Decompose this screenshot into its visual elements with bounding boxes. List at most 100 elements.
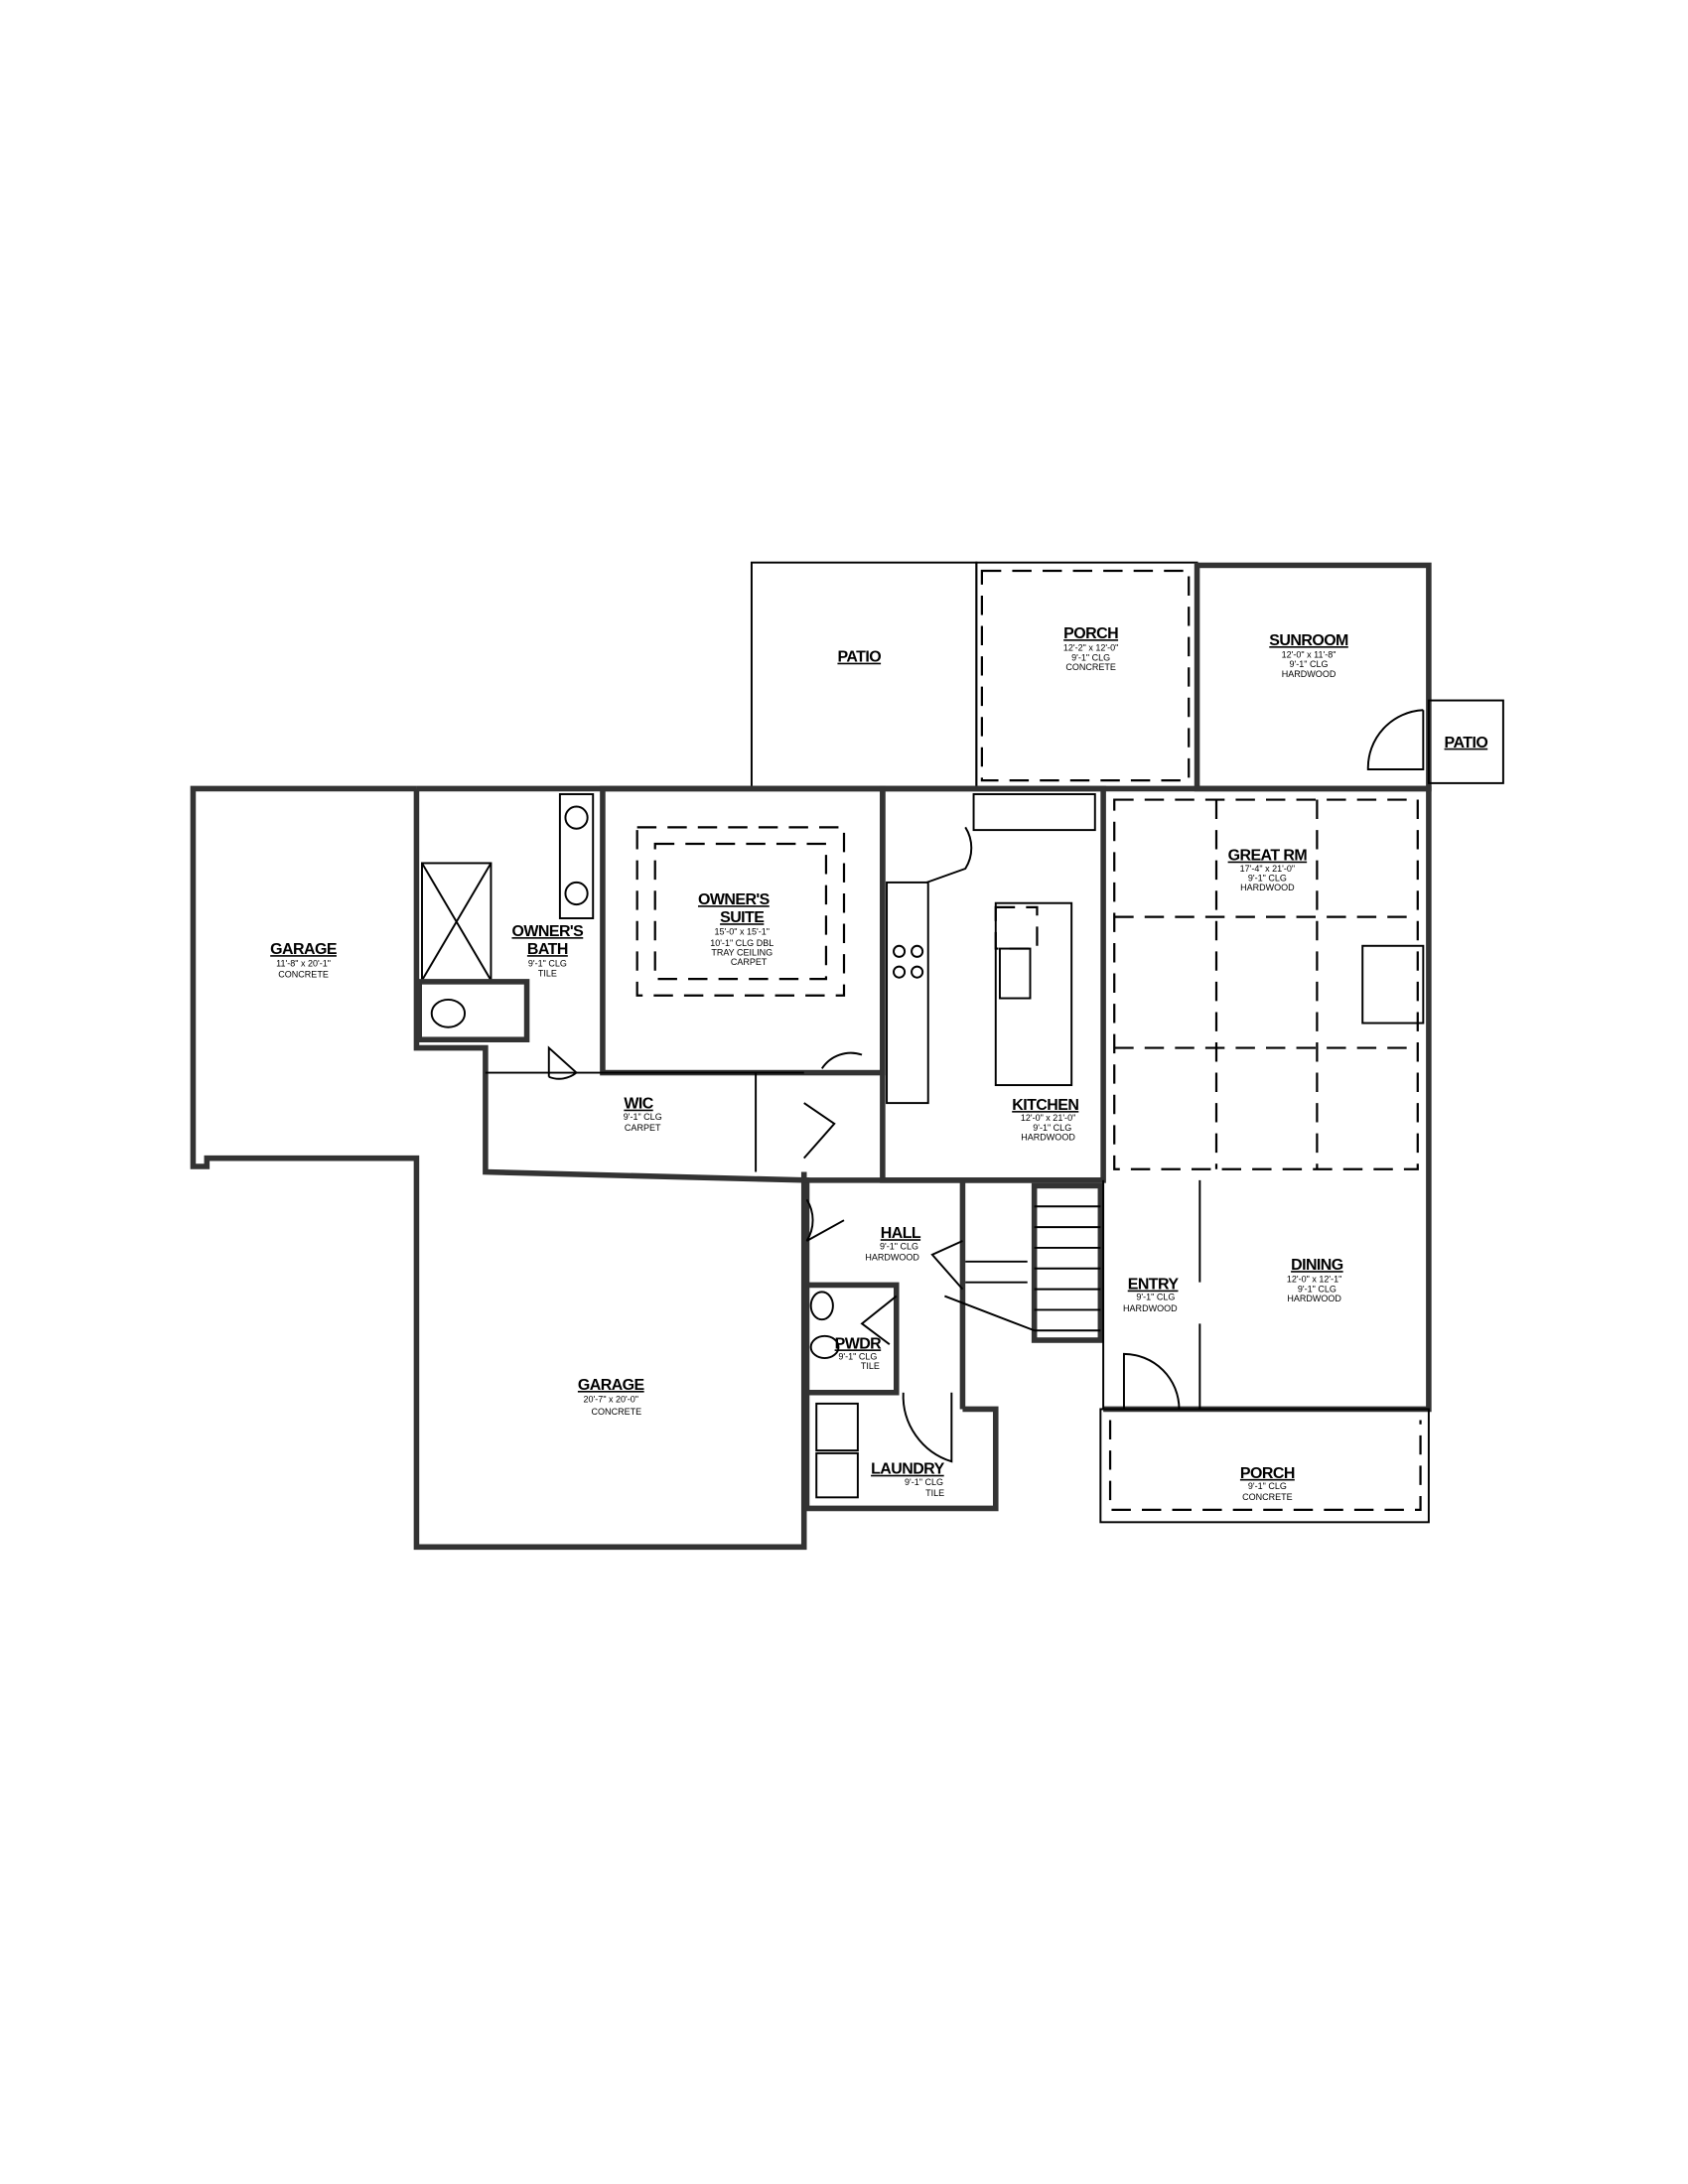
- pwdr-floor: TILE: [861, 1361, 880, 1371]
- pwdr-sink-icon: [809, 1291, 834, 1321]
- great-rm-floor: HARDWOOD: [1240, 883, 1295, 892]
- patio-top-outline: [750, 561, 978, 790]
- patio-side-outline: [1427, 699, 1504, 784]
- owners-bath-label-2: BATH: [527, 941, 568, 958]
- porch-rear-size: 12'-2" x 12'-0": [1063, 643, 1118, 653]
- porch-front-ceiling: 9'-1" CLG: [1248, 1481, 1287, 1491]
- sunroom-door: [1366, 709, 1425, 770]
- wic-door: [802, 1102, 836, 1160]
- pwdr-label: PWDR: [835, 1335, 883, 1352]
- porch-rear-floor: CONCRETE: [1065, 662, 1116, 672]
- dining-size: 12'-0" x 12'-1": [1287, 1275, 1341, 1285]
- great-rm-beams: [1114, 799, 1418, 1169]
- washer-icon: [815, 1402, 859, 1452]
- wic-ceiling: 9'-1" CLG: [624, 1112, 662, 1122]
- dryer-icon: [815, 1451, 859, 1499]
- great-rm-size: 17'-4" x 21'-0": [1240, 864, 1295, 874]
- garage-main-size: 20'-7" x 20'-0": [584, 1395, 638, 1405]
- garage-side-label: GARAGE: [270, 941, 338, 958]
- garage-main-label: GARAGE: [578, 1377, 645, 1394]
- entry-ceiling: 9'-1" CLG: [1136, 1293, 1175, 1302]
- kitchen-floor: HARDWOOD: [1021, 1133, 1075, 1143]
- sink-icon: [564, 805, 589, 830]
- sunroom-size: 12'-0" x 11'-8": [1282, 650, 1336, 660]
- owners-bath-floor: TILE: [538, 968, 557, 978]
- laundry-ceiling: 9'-1" CLG: [905, 1477, 943, 1487]
- pwdr-ceiling: 9'-1" CLG: [838, 1351, 877, 1361]
- suite-door: [820, 1051, 863, 1069]
- cooktop-icon: [911, 944, 924, 958]
- sunroom-label: SUNROOM: [1269, 632, 1348, 649]
- pwdr-toilet-icon: [809, 1334, 840, 1360]
- kitchen-label: KITCHEN: [1012, 1097, 1078, 1114]
- garage-door: [805, 1198, 845, 1242]
- porch-front-outline: [1099, 1408, 1430, 1524]
- laundry-floor: TILE: [925, 1488, 944, 1498]
- garage-side-size: 11'-8" x 20'-1": [276, 959, 331, 969]
- stairs: [944, 1182, 1104, 1343]
- great-rm-label: GREAT RM: [1228, 848, 1308, 865]
- porch-front-floor: CONCRETE: [1242, 1492, 1293, 1502]
- entry-floor: HARDWOOD: [1123, 1303, 1178, 1313]
- entry-dining-wall: [1102, 1179, 1201, 1410]
- garage-main-floor: CONCRETE: [592, 1407, 642, 1417]
- patio-top-label: PATIO: [837, 649, 881, 666]
- owners-suite-tray-ceiling: [635, 826, 846, 997]
- hall-door: [930, 1240, 964, 1291]
- front-door: [1122, 1352, 1181, 1410]
- hall-ceiling: 9'-1" CLG: [880, 1241, 918, 1251]
- kitchen-ceiling: 9'-1" CLG: [1033, 1123, 1071, 1133]
- garage-side-floor: CONCRETE: [278, 970, 329, 980]
- laundry-door: [902, 1392, 953, 1463]
- house-outline: [413, 785, 1432, 1512]
- hall-label: HALL: [881, 1225, 921, 1242]
- sunroom-ceiling: 9'-1" CLG: [1290, 659, 1329, 669]
- sink-icon: [564, 881, 589, 906]
- porch-rear-ceiling: 9'-1" CLG: [1071, 652, 1110, 662]
- pantry: [972, 793, 1096, 832]
- sunroom-floor: HARDWOOD: [1282, 669, 1336, 679]
- owners-bath-ceiling: 9'-1" CLG: [528, 959, 567, 969]
- porch-front-dashed: [1108, 1420, 1422, 1511]
- great-rm-ceiling: 9'-1" CLG: [1248, 874, 1287, 884]
- great-rm-ceiling: [1113, 798, 1419, 1170]
- owners-suite-ceiling: 10'-1" CLG DBL: [710, 938, 774, 948]
- garage-main-outline: [413, 1166, 807, 1551]
- wic-label: WIC: [624, 1096, 653, 1113]
- owners-suite-size: 15'-0" x 15'-1": [714, 927, 769, 937]
- pwdr-door: [860, 1295, 898, 1345]
- island-sink: [998, 947, 1032, 1000]
- hall-walls: [803, 1177, 1104, 1410]
- laundry-label: LAUNDRY: [871, 1461, 944, 1478]
- cooktop-icon: [911, 965, 924, 979]
- vanity: [558, 793, 595, 919]
- bath-door: [547, 1045, 579, 1080]
- kitchen-island: [994, 901, 1073, 1087]
- pantry-door: [926, 826, 973, 884]
- owners-suite-floor: CARPET: [731, 957, 768, 967]
- cooktop-icon: [893, 944, 907, 958]
- counter-left: [886, 881, 929, 1105]
- wic-wall: [485, 1071, 804, 1172]
- cooktop-icon: [893, 965, 907, 979]
- dining-label: DINING: [1291, 1257, 1343, 1274]
- owners-suite-label: OWNER'S: [698, 891, 771, 908]
- porch-rear-outline: [975, 561, 1198, 790]
- dining-ceiling: 9'-1" CLG: [1298, 1284, 1336, 1294]
- kitchen-size: 12'-0" x 21'-0": [1021, 1113, 1075, 1123]
- entry-label: ENTRY: [1128, 1277, 1180, 1294]
- shower-x: [421, 862, 492, 981]
- garage-side-outline: [190, 785, 420, 1169]
- porch-rear-label: PORCH: [1063, 625, 1118, 642]
- toilet-icon: [430, 998, 467, 1028]
- owners-suite-label-2: SUITE: [720, 909, 765, 926]
- porch-front-label: PORCH: [1240, 1465, 1295, 1482]
- owners-suite-ceiling-2: TRAY CEILING: [711, 948, 773, 958]
- wic-floor: CARPET: [625, 1123, 661, 1133]
- fireplace-icon: [1361, 944, 1425, 1024]
- porch-rear-dashed: [980, 569, 1191, 782]
- dining-floor: HARDWOOD: [1287, 1294, 1341, 1303]
- owners-bath-label: OWNER'S: [511, 923, 584, 940]
- toilet-room: [416, 979, 530, 1042]
